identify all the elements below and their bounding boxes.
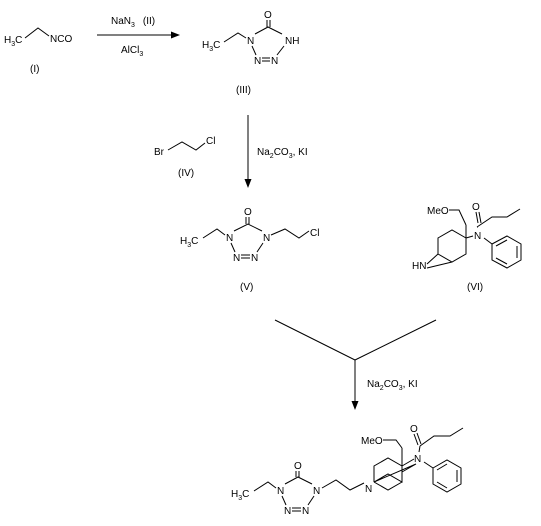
compound-vi-carbonyl [475, 211, 479, 224]
reaction-arrow-2-head [244, 179, 252, 188]
product-piperidine [373, 463, 417, 483]
compound-vi-phenyl-db1 [495, 239, 508, 247]
compound-i-label: (I) [30, 64, 39, 75]
product-n-phenyl [423, 461, 434, 469]
compound-vi-hn-bond-a [426, 253, 439, 265]
compound-iv-label: (IV) [178, 168, 194, 179]
compound-iii-methyl: H3C [202, 40, 220, 53]
product-ch2-ome [383, 439, 403, 449]
product-n-piperidine: N [365, 484, 372, 495]
compound-vi-propionyl [476, 208, 521, 228]
compound-vi-c4-n [465, 235, 474, 239]
compound-vi-phenyl-db3 [495, 257, 508, 265]
compound-vi-o: O [472, 202, 480, 213]
compound-iii-label: (III) [236, 85, 251, 96]
compound-v-n1-n2 [230, 242, 236, 253]
product-n3: N [302, 506, 309, 517]
reagent-na2co3-ki-1: Na2CO3, KI [257, 147, 308, 160]
compound-iii: H3C N NH N N O (III) [202, 10, 299, 96]
reaction-step-1: NaN3(II) AlCl3 [97, 16, 180, 58]
compound-v-ethyl [202, 228, 226, 239]
compound-v-label: (V) [240, 282, 253, 293]
compound-iii-n1: N [247, 36, 254, 47]
compound-v: H3C N N N N O Cl (V) [180, 207, 319, 293]
product-phenyl-db1 [436, 463, 448, 471]
compound-v-methyl: H3C [180, 236, 198, 249]
compound-v-n4: N [263, 233, 270, 244]
reaction-arrow-1-head [171, 31, 180, 39]
compound-iv: Br Cl (IV) [154, 136, 215, 179]
compound-iv-bonds [167, 141, 206, 151]
compound-v-chloroethyl [270, 228, 310, 239]
compound-vi-hn-bond-b [426, 261, 453, 269]
product-meo: MeO [361, 436, 383, 447]
product-o-amide: O [410, 424, 418, 435]
compound-iii-n3: N [271, 56, 278, 67]
compound-vi-meo: MeO [427, 206, 449, 217]
product-methyl: H3C [231, 489, 249, 502]
compound-v-cl: Cl [310, 228, 319, 239]
compound-v-n3-n4 [256, 242, 264, 253]
compound-v-n1: N [226, 233, 233, 244]
compound-v-o: O [244, 207, 252, 218]
compound-vi-piperidine [437, 229, 467, 263]
compound-iii-n1-n4 [251, 45, 257, 56]
converge-line-right [354, 319, 437, 361]
reaction-arrow-3-head [351, 401, 359, 410]
product-propionyl [419, 427, 464, 447]
compound-i-bonds [24, 27, 50, 39]
compound-i: H3C NCO (I) [4, 27, 72, 75]
product-c4-link [401, 458, 415, 467]
reagent-nan3: NaN3(II) [111, 16, 155, 29]
product-n3-n4 [307, 495, 315, 506]
converge-line-left [274, 319, 356, 361]
product-n2: N [284, 506, 291, 517]
product-carbonyl [413, 433, 419, 446]
compound-vi-phenyl [491, 235, 522, 269]
product-carbonyl-2 [416, 432, 422, 445]
product-o-tetrazolone: O [294, 461, 302, 472]
compound-vi-ch2 [449, 209, 467, 226]
reagent-alcl3: AlCl3 [121, 45, 143, 58]
compound-iv-cl: Cl [206, 136, 215, 147]
product-n4: N [313, 486, 320, 497]
product-phenyl-db3 [436, 481, 448, 489]
product-n1: N [277, 486, 284, 497]
compound-vi-n-phenyl [483, 237, 493, 245]
compound-i-methyl: H3C [4, 35, 22, 48]
compound-iii-n4: N [254, 56, 261, 67]
compound-iv-br: Br [154, 147, 165, 158]
reaction-step-2: Na2CO3, KI [244, 115, 308, 188]
product-n1-n2 [281, 495, 287, 506]
compound-vi-carbonyl-2 [478, 211, 482, 224]
compound-iii-o: O [264, 10, 272, 21]
compound-iii-ethyl [223, 32, 247, 43]
compound-vi: MeO O N HN (VI) [412, 202, 522, 293]
compound-vi-n: N [474, 231, 481, 242]
product-phenyl [432, 459, 462, 493]
compound-vi-label: (VI) [467, 282, 483, 293]
product-linker [321, 479, 365, 491]
product-n-co [418, 445, 421, 453]
compound-iii-ring-top [254, 26, 283, 35]
compound-iii-n3-nh [276, 45, 285, 56]
reaction-step-3: Na2CO3, KI [274, 319, 437, 410]
product-ethyl [253, 481, 277, 492]
compound-v-ring-top [233, 223, 263, 232]
product-ring-top [284, 476, 313, 485]
compound-iii-nh: NH [285, 36, 299, 47]
compound-product: H3C N N N N O N MeO N O [231, 424, 464, 517]
compound-i-nco: NCO [50, 34, 72, 45]
reagent-na2co3-ki-2: Na2CO3, KI [367, 379, 418, 392]
compound-v-n2: N [233, 253, 240, 264]
compound-v-n3: N [251, 253, 258, 264]
compound-vi-hn: HN [412, 261, 426, 272]
product-n-amide: N [414, 454, 421, 465]
